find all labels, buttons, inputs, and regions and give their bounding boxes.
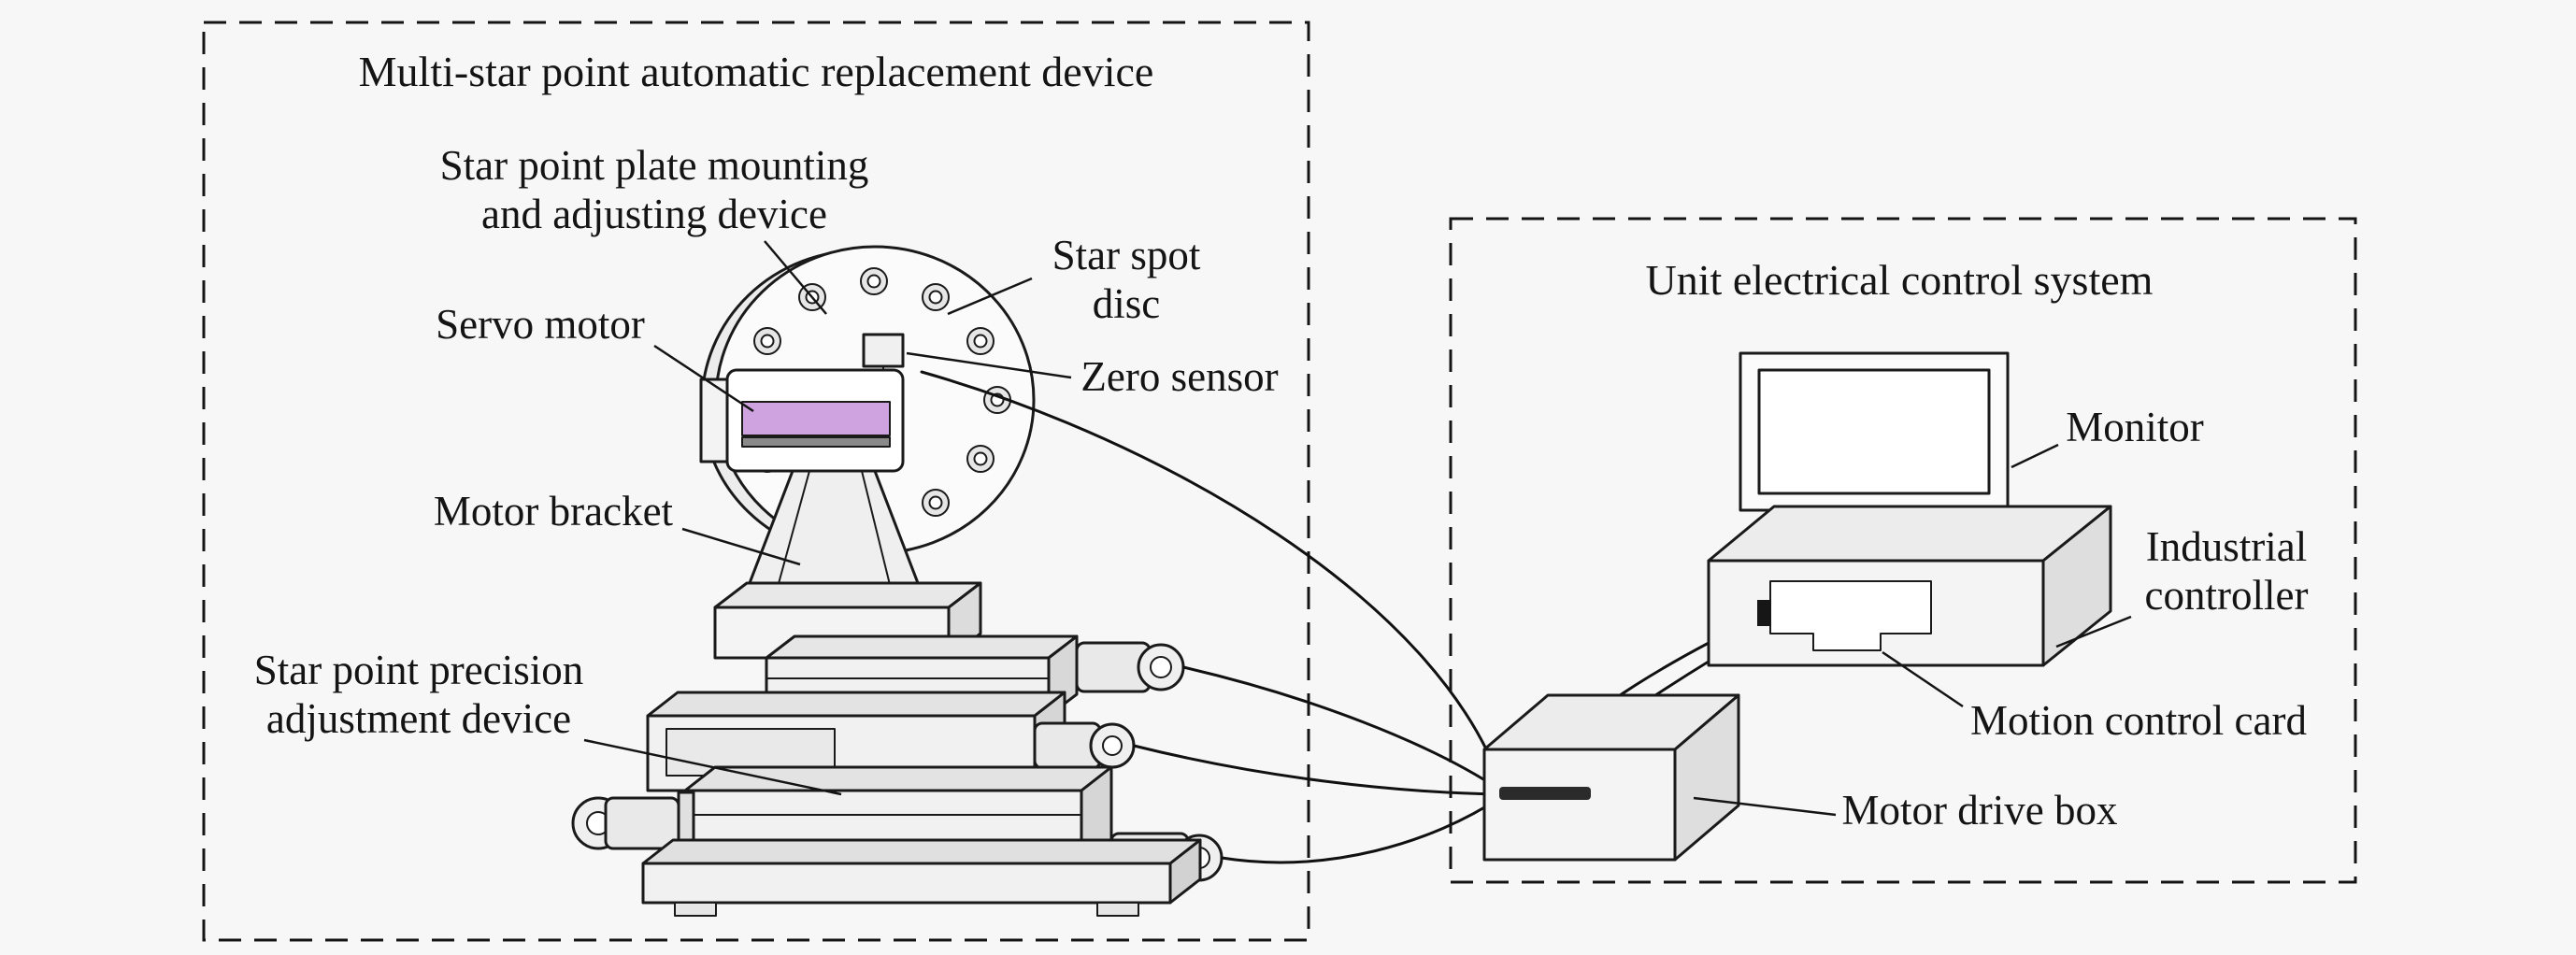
disc-bolt: [966, 445, 995, 473]
disc-bolt: [983, 386, 1011, 414]
motor-drive-box-drawing: [1482, 693, 1740, 862]
disc-bolt: [753, 327, 781, 355]
leader-star-plate-mounting: [764, 240, 827, 315]
servo-motor-drawing: [699, 368, 905, 473]
leader-industrial-controller: [2055, 615, 2132, 649]
cable-motor-d: [1220, 795, 1503, 864]
stage-motor-c-body: [604, 796, 680, 850]
disc-bolt: [922, 283, 950, 311]
zero-sensor-drawing: [862, 333, 905, 374]
cable-motor-a: [1181, 665, 1503, 792]
disc-bolt: [922, 489, 950, 517]
drive-box-connector: [1499, 787, 1591, 800]
servo-motor-highlight: [741, 401, 891, 436]
disc-bolt: [966, 327, 995, 355]
servo-motor-shadow-stripe: [741, 436, 891, 448]
base-plate-drawing: [641, 838, 1202, 917]
servo-motor-cap: [699, 378, 729, 463]
leader-monitor: [2011, 443, 2059, 469]
controller-port: [1757, 600, 1771, 626]
label-star-spot-disc-2: disc: [1093, 280, 1161, 327]
monitor-screen: [1757, 368, 1991, 495]
label-servo-motor: Servo motor: [436, 301, 645, 348]
motion-control-card-drawing: [1769, 580, 1932, 651]
label-motor-drive-box: Motor drive box: [1842, 787, 2118, 834]
label-motor-bracket: Motor bracket: [434, 488, 674, 535]
label-star-plate-mounting-1: Star point plate mounting: [440, 142, 869, 189]
disc-bolt: [860, 267, 888, 295]
right-panel-title: Unit electrical control system: [1646, 256, 2154, 304]
cable-sensor: [920, 370, 1505, 791]
label-adjustment-device-2: adjustment device: [266, 695, 571, 742]
label-star-plate-mounting-2: and adjusting device: [481, 191, 827, 237]
cable-motor-b: [1132, 744, 1501, 796]
leader-star-spot-disc: [947, 277, 1033, 316]
left-panel-border: [202, 21, 1310, 942]
leader-motor-drive-box: [1693, 796, 1837, 817]
leader-adjustment-device: [583, 738, 842, 796]
left-panel-title: Multi-star point automatic replacement d…: [359, 48, 1154, 95]
leader-motion-control-card: [1882, 650, 1964, 708]
label-industrial-controller-1: Industrial: [2146, 523, 2307, 570]
label-adjustment-device-1: Star point precision: [254, 647, 583, 693]
label-industrial-controller-2: controller: [2145, 572, 2309, 619]
label-star-spot-disc-1: Star spot: [1052, 232, 1201, 278]
label-monitor: Monitor: [2066, 404, 2204, 450]
label-motion-control-card: Motion control card: [1970, 697, 2307, 744]
industrial-controller-drawing: [1707, 505, 2112, 667]
left-labels: Star point plate mounting and adjusting …: [254, 142, 1279, 796]
leader-zero-sensor: [906, 351, 1072, 379]
label-zero-sensor: Zero sensor: [1080, 353, 1278, 400]
leader-motor-bracket: [681, 527, 801, 566]
leader-servo-motor: [653, 344, 754, 413]
right-labels: Monitor Industrial controller Motion con…: [1693, 404, 2309, 834]
